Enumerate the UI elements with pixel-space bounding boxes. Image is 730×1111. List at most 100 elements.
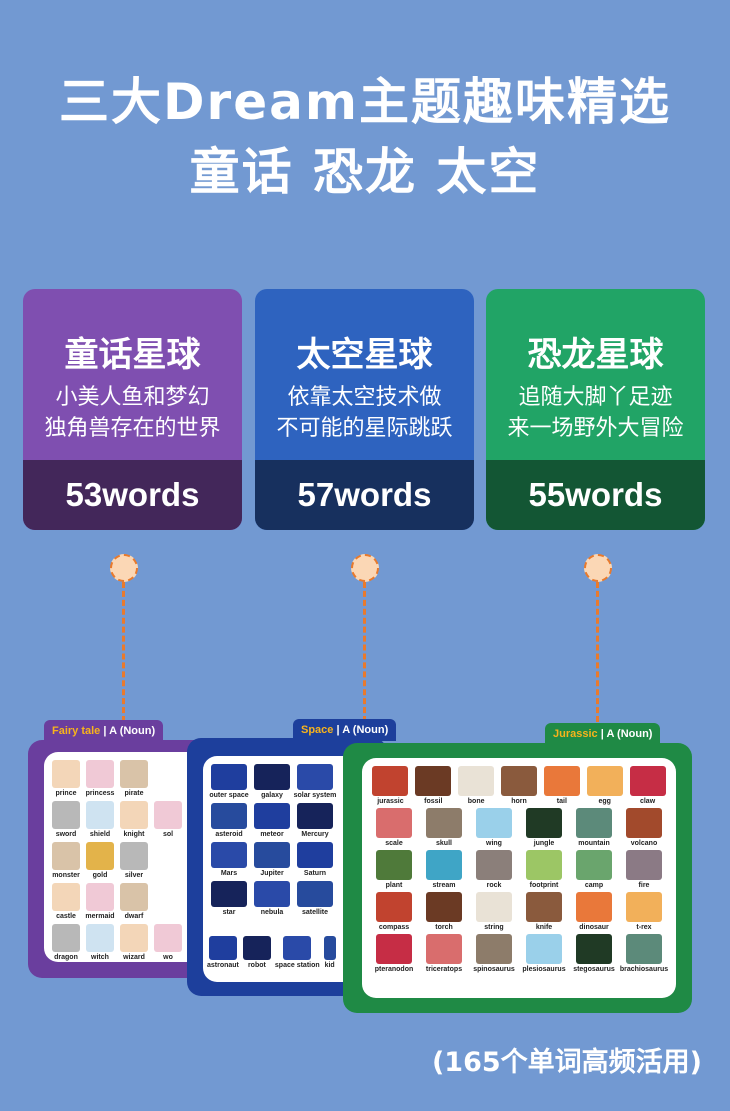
word-illustration (154, 760, 182, 788)
connector-pin (110, 554, 138, 582)
word-label: dragon (54, 954, 78, 961)
word-tile: skull (419, 808, 469, 847)
word-tile: witch (84, 924, 116, 961)
panel-dinosaur: 恐龙星球 追随大脚丫足迹 来一场野外大冒险 55words (486, 289, 705, 530)
word-tile: castle (50, 883, 82, 920)
word-tile: robot (242, 936, 271, 969)
word-label: pirate (124, 790, 144, 797)
word-label: castle (56, 913, 76, 920)
word-tile: solar system (293, 764, 337, 799)
word-label: knight (123, 831, 145, 838)
word-illustration (626, 808, 662, 838)
word-label: camp (584, 882, 604, 889)
word-label: silver (124, 872, 144, 879)
panel-desc-1: 依靠太空技术做 (287, 385, 442, 410)
panel-title: 童话星球 (64, 335, 201, 375)
word-illustration (526, 934, 562, 964)
word-label: spinosaurus (473, 966, 515, 973)
word-tile: astronaut (207, 936, 239, 969)
panel-fairy-tale: 童话星球 小美人鱼和梦幻 独角兽存在的世界 53words (23, 289, 242, 530)
word-label: sword (55, 831, 77, 838)
word-label: solar system (293, 792, 337, 799)
word-label: dwarf (124, 913, 144, 920)
word-illustration (242, 936, 271, 960)
word-label: compass (378, 924, 410, 931)
word-label: plant (385, 882, 403, 889)
word-label: claw (639, 798, 656, 805)
word-illustration (426, 808, 462, 838)
word-illustration (376, 892, 412, 922)
word-tile: spinosaurus (469, 934, 519, 973)
word-tile: triceratops (419, 934, 469, 973)
word-tile: princess (84, 760, 116, 797)
word-illustration (52, 883, 80, 911)
word-tile: sol (152, 801, 184, 838)
word-illustration (52, 801, 80, 829)
word-illustration (426, 934, 462, 964)
word-label: Jupiter (260, 870, 284, 877)
word-label: volcano (630, 840, 658, 847)
panel-desc-1: 追随大脚丫足迹 (518, 385, 673, 410)
space-card-tab: Space | A (Noun) (293, 719, 397, 741)
word-label: witch (91, 954, 109, 961)
word-illustration (323, 936, 336, 960)
word-label: skull (436, 840, 452, 847)
word-illustration (254, 881, 290, 907)
word-illustration (86, 924, 114, 952)
word-illustration (476, 892, 512, 922)
word-illustration (376, 934, 412, 964)
word-label: brachiosaurus (619, 966, 669, 973)
connector-pin (584, 554, 612, 582)
word-illustration (52, 924, 80, 952)
word-label: torch (435, 924, 453, 931)
word-label: t-rex (636, 924, 652, 931)
word-tile: Mercury (295, 803, 335, 838)
word-label: asteroid (215, 831, 243, 838)
word-illustration (254, 764, 290, 790)
word-tile: mermaid (84, 883, 116, 920)
word-count: 57words (255, 460, 474, 530)
fairy-card-tab: Fairy tale | A (Noun) (44, 720, 164, 742)
word-tile: scale (369, 808, 419, 847)
word-illustration (297, 881, 333, 907)
word-illustration (154, 801, 182, 829)
panel-desc-1: 小美人鱼和梦幻 (55, 385, 210, 410)
word-tile: meteor (252, 803, 292, 838)
word-illustration (254, 842, 290, 868)
word-label: meteor (260, 831, 284, 838)
word-illustration (120, 842, 148, 870)
word-tile: fire (619, 850, 669, 889)
word-tile: mountain (569, 808, 619, 847)
word-tile: plesiosaurus (519, 934, 569, 973)
word-tile: silver (118, 842, 150, 879)
panel-desc-2: 来一场野外大冒险 (507, 416, 684, 441)
panel-space: 太空星球 依靠太空技术做 不可能的星际跳跃 57words (255, 289, 474, 530)
word-illustration (476, 850, 512, 880)
word-illustration (52, 842, 80, 870)
word-illustration (576, 850, 612, 880)
word-tile: pteranodon (369, 934, 419, 973)
word-illustration (297, 803, 333, 829)
word-tile: bone (455, 766, 498, 805)
word-illustration (543, 766, 580, 796)
word-tile: jurassic (369, 766, 412, 805)
word-tile: claw (626, 766, 669, 805)
word-illustration (629, 766, 666, 796)
word-count: 55words (486, 460, 705, 530)
word-tile: Saturn (295, 842, 335, 877)
word-label: fossil (424, 798, 443, 805)
word-illustration (476, 934, 512, 964)
word-label: astronaut (207, 962, 239, 969)
word-label: stream (432, 882, 456, 889)
word-tile: space station (275, 936, 320, 969)
word-tile: satellite (295, 881, 335, 916)
word-tile: dinosaur (569, 892, 619, 931)
word-label: jungle (533, 840, 555, 847)
word-label: robot (247, 962, 266, 969)
word-illustration (297, 764, 333, 790)
word-illustration (626, 892, 662, 922)
word-label: star (222, 909, 236, 916)
word-tile: compass (369, 892, 419, 931)
word-label: fire (638, 882, 650, 889)
